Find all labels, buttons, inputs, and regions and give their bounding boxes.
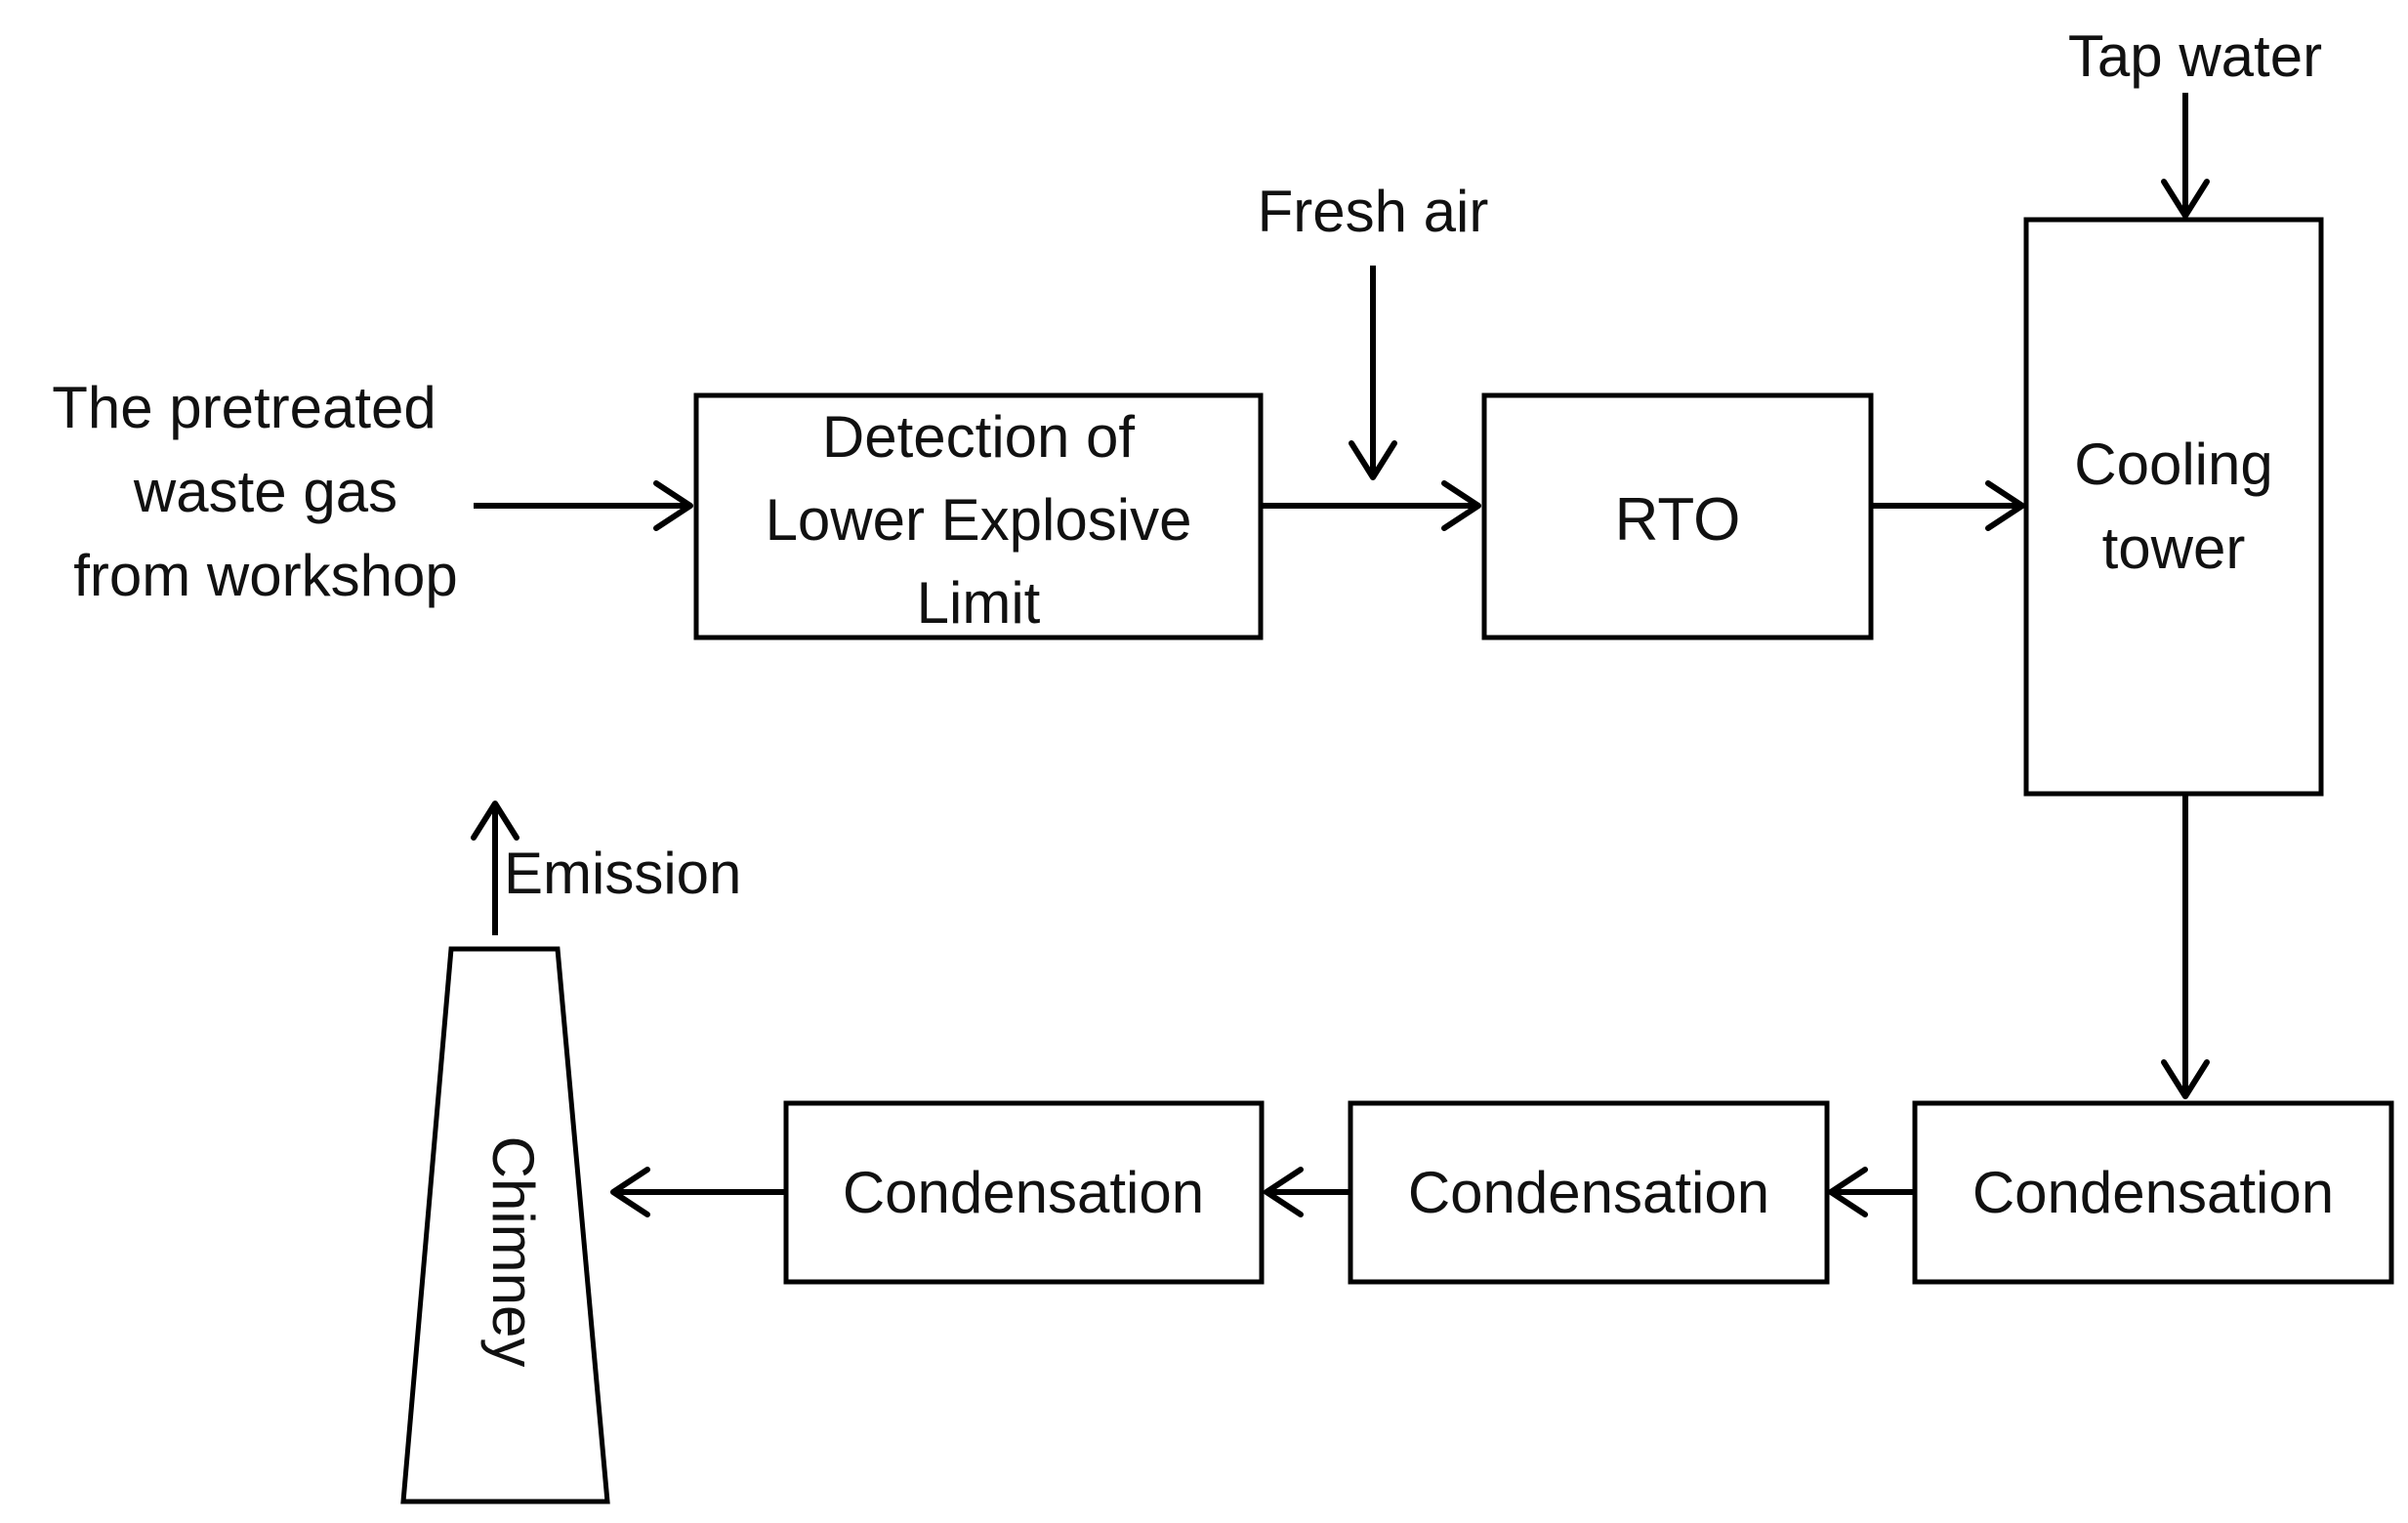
fresh-air-label: Fresh air — [1258, 179, 1489, 244]
rto-label: RTO — [1615, 486, 1741, 554]
arrow-condensation-1-to-2 — [1828, 1167, 1915, 1217]
cooling-tower-label-line-1: Cooling — [2074, 432, 2272, 497]
condensation-label-3: Condensation — [843, 1160, 1204, 1225]
condensation-label-1: Condensation — [1972, 1160, 2334, 1225]
arrow-rto-to-cooling-tower — [1871, 480, 2025, 531]
tap-water-label: Tap water — [2068, 23, 2322, 89]
waste-gas-label-line-2: waste gas — [133, 459, 397, 524]
waste-gas-label-line-1: The pretreated — [52, 375, 436, 440]
arrow-lel-to-rto — [1261, 480, 1481, 531]
condensation-box-1 — [1912, 1100, 2394, 1285]
cooling-tower-box — [2023, 217, 2324, 797]
chimney-label: Chimney — [480, 1136, 546, 1368]
arrow-condensation-2-to-3 — [1264, 1167, 1350, 1217]
lel-detection-label-line-1: Detection of — [822, 404, 1136, 470]
condensation-box-3 — [783, 1100, 1265, 1285]
cooling-tower-label-line-2: tower — [2102, 515, 2246, 581]
arrow-tap-water — [2161, 93, 2210, 219]
lel-detection-label-line-3: Limit — [917, 570, 1041, 636]
chimney-shape — [400, 946, 610, 1504]
condensation-label-2: Condensation — [1408, 1160, 1769, 1225]
arrow-condensation-to-chimney — [610, 1167, 786, 1217]
waste-gas-label-line-3: from workshop — [73, 543, 457, 608]
arrow-waste-gas-to-lel — [474, 480, 693, 531]
arrow-emission — [471, 801, 519, 935]
lel-detection-label-line-2: Lower Explosive — [766, 487, 1192, 553]
arrow-fresh-air — [1349, 266, 1397, 480]
emission-label: Emission — [504, 841, 741, 906]
lel-detection-box — [693, 392, 1264, 640]
rto-box — [1481, 392, 1874, 640]
arrow-cooling-tower-to-condensation — [2161, 794, 2210, 1099]
